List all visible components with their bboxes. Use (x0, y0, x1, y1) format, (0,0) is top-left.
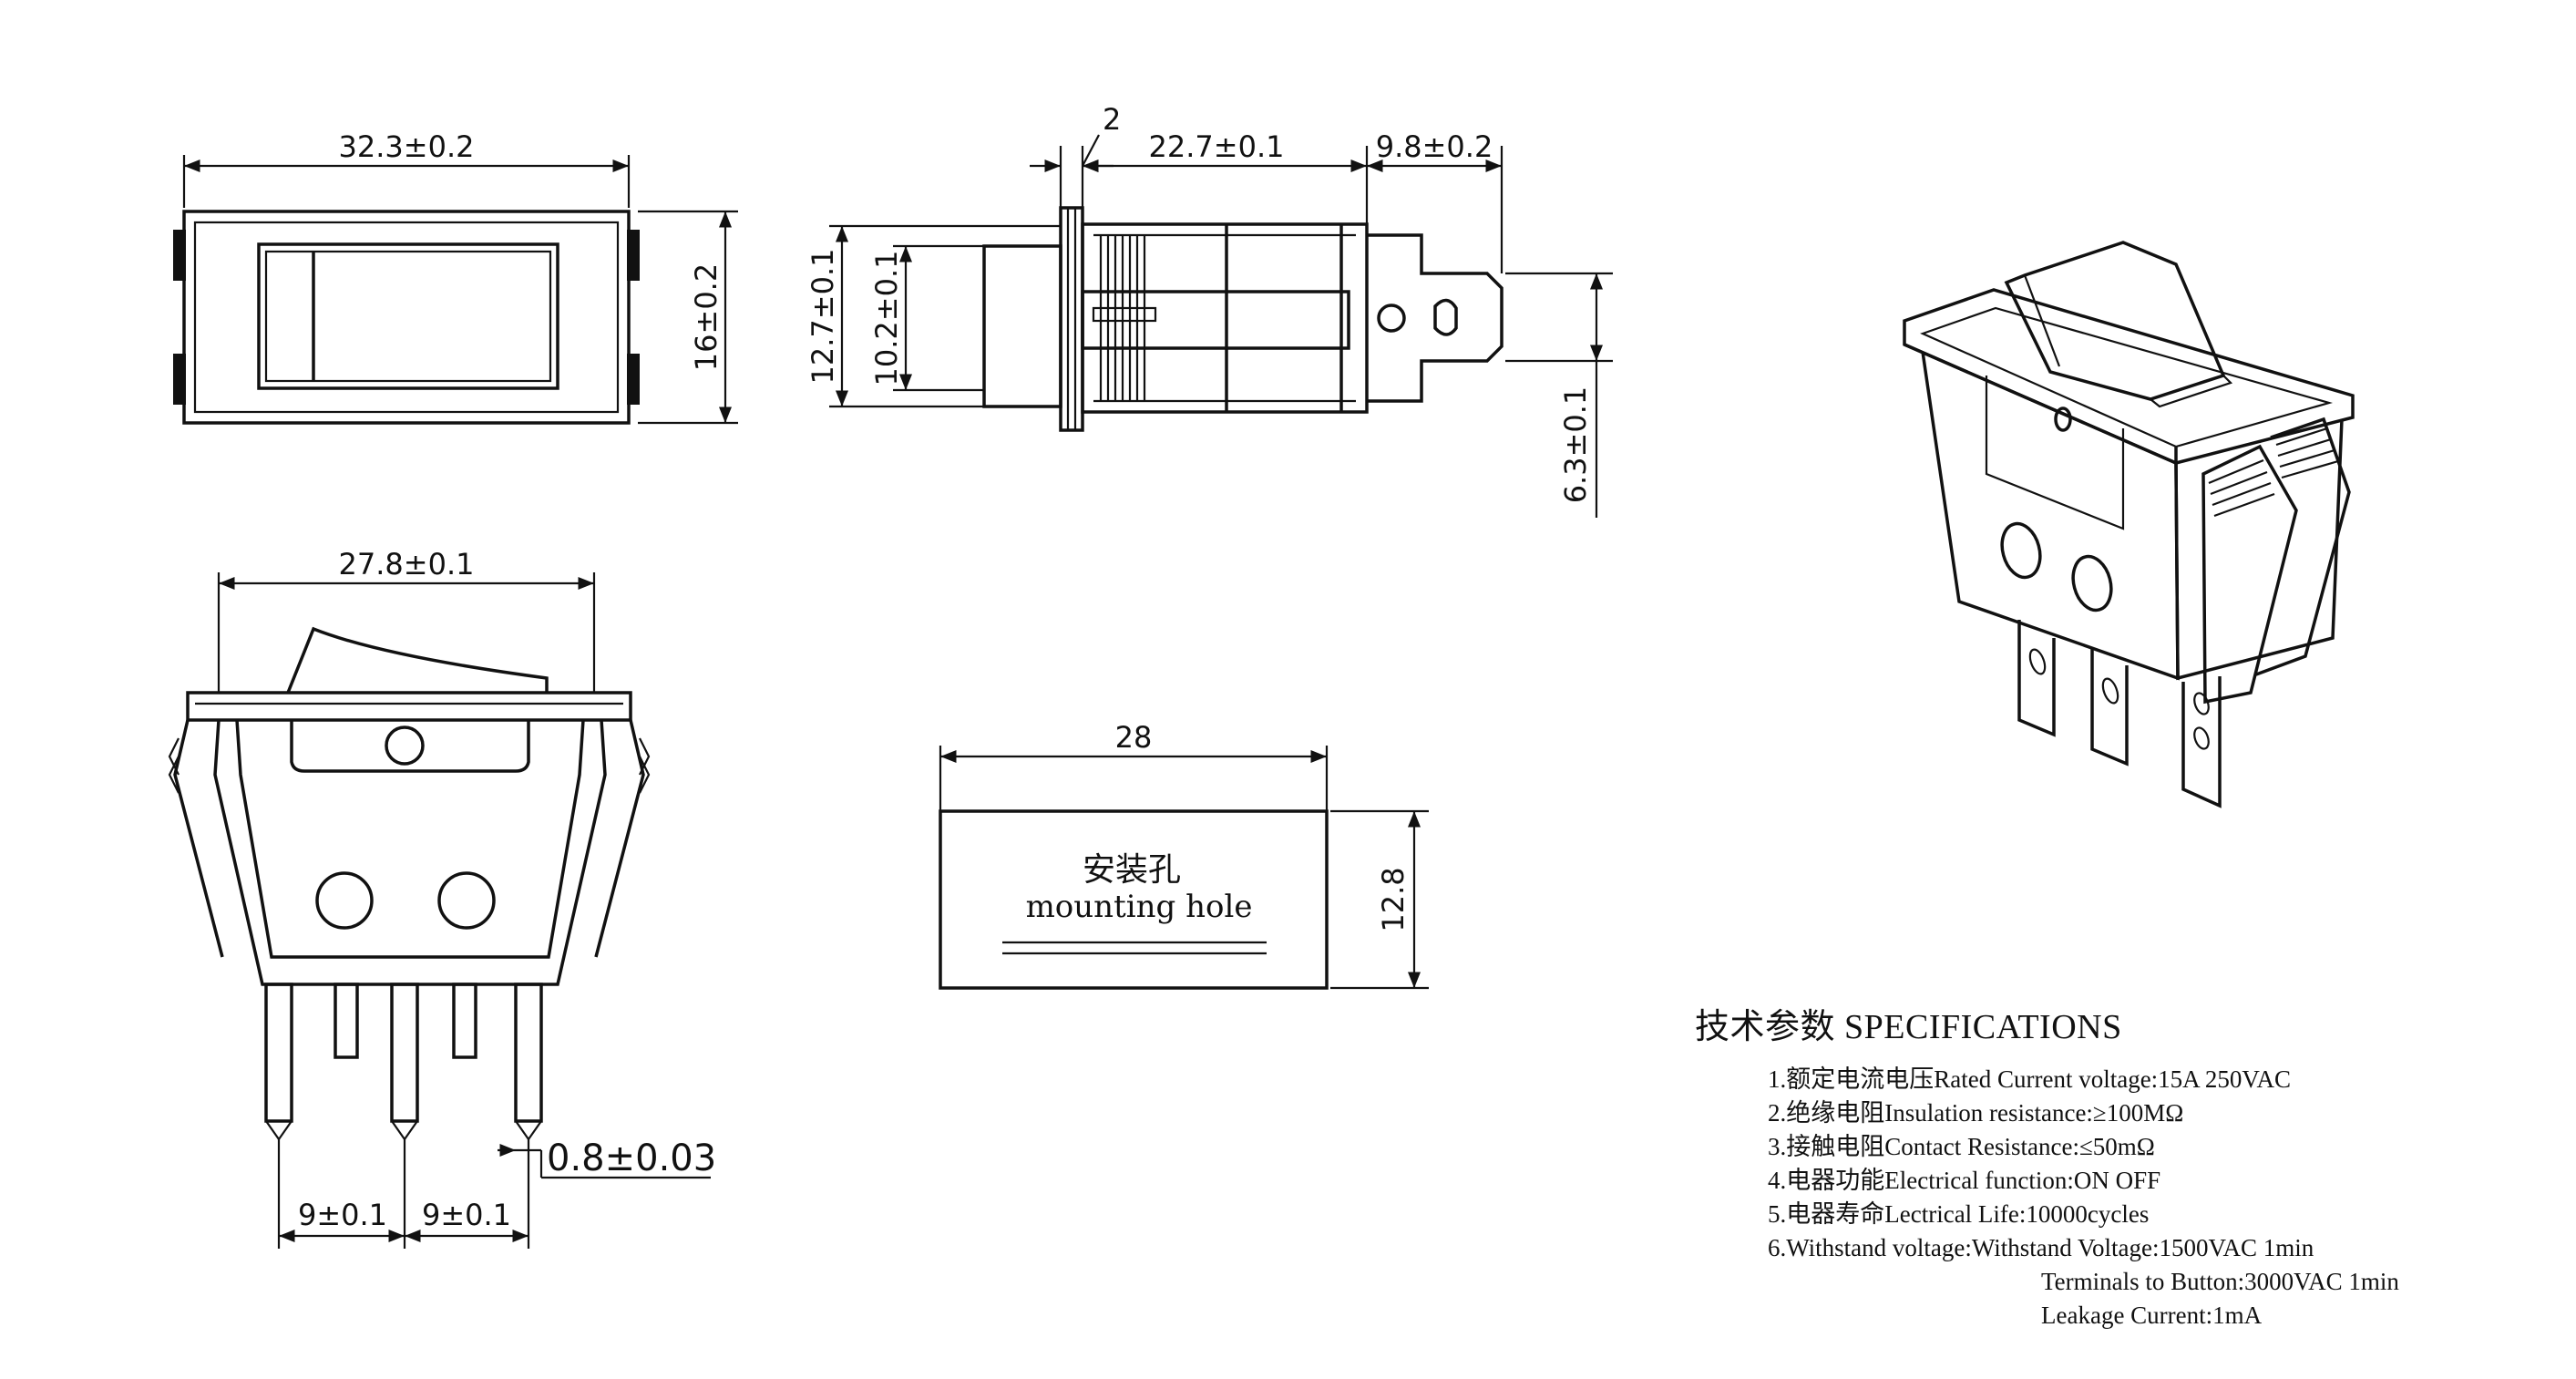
mounting-hole-label-cn: 安装孔 (1083, 851, 1181, 889)
dim-width-total: 32.3±0.2 (339, 129, 475, 164)
front-view: 32.3±0.2 16±0.2 (173, 129, 738, 425)
spec-item-2: 2.绝缘电阻Insulation resistance:≥100MΩ (1768, 1099, 2184, 1127)
specifications-title: 技术参数 SPECIFICATIONS (1695, 1008, 2122, 1046)
dim-pin-thickness: 0.8±0.03 (547, 1137, 716, 1179)
isometric-view (1903, 241, 2355, 808)
dim-terminal-width: 6.3±0.1 (1558, 386, 1593, 504)
spec-item-4: 4.电器功能Electrical function:ON OFF (1768, 1167, 2161, 1194)
dim-cutout-width: 28 (1115, 720, 1153, 755)
dim-pin-pitch-1: 9±0.1 (298, 1198, 387, 1232)
spec-subitem-1: Terminals to Button:3000VAC 1min (2041, 1268, 2399, 1295)
spec-subitem-2: Leakage Current:1mA (2041, 1302, 2263, 1329)
dim-cutout-height: 12.8 (1376, 867, 1411, 931)
dim-body-height: 10.2±0.1 (869, 251, 904, 386)
spec-item-3: 3.接触电阻Contact Resistance:≤50mΩ (1768, 1133, 2155, 1160)
dim-terminal-length: 9.8±0.2 (1376, 129, 1493, 164)
dim-height-total: 16±0.2 (689, 263, 724, 371)
dim-side-width: 27.8±0.1 (339, 547, 475, 581)
specifications-panel: 技术参数 SPECIFICATIONS 1.额定电流电压Rated Curren… (1695, 998, 2551, 1333)
dim-body-depth: 22.7±0.1 (1149, 129, 1285, 164)
spec-item-5: 5.电器寿命Lectrical Life:10000cycles (1768, 1200, 2150, 1228)
dim-depth-front: 2 (1103, 102, 1121, 137)
mounting-hole-label-en: mounting hole (1026, 889, 1253, 925)
side-profile-view: 2 22.7±0.1 9.8±0.2 12.7±0.1 10.2±0.1 6.3… (806, 102, 1613, 518)
dim-pin-pitch-2: 9±0.1 (422, 1198, 511, 1232)
spec-item-6: 6.Withstand voltage:Withstand Voltage:15… (1768, 1234, 2314, 1261)
mounting-hole-view: 28 12.8 安装孔 mounting hole (939, 720, 1429, 990)
side-view: 27.8±0.1 9±0.1 9±0.1 0.8±0.03 (168, 547, 716, 1249)
spec-item-1: 1.额定电流电压Rated Current voltage:15A 250VAC (1768, 1065, 2291, 1093)
dim-flange-height: 12.7±0.1 (806, 249, 840, 385)
